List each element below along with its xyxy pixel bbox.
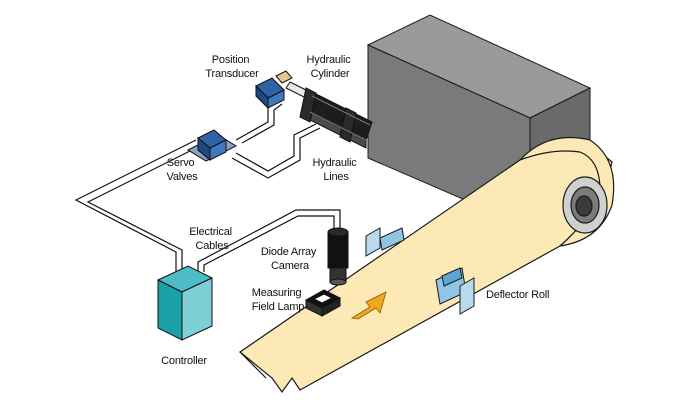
label-diode-array-camera: Diode Array Camera [261,246,319,272]
label-hydraulic-cylinder: Hydraulic Cylinder [307,54,354,80]
electrical-cables [74,139,341,275]
hydraulic-lines [231,101,321,179]
position-transducer [255,70,293,110]
label-electrical-cables: Electrical Cables [189,226,234,252]
hydraulic-cylinder [285,81,373,149]
label-position-transducer: Position Transducer [205,54,259,80]
diode-array-camera [327,227,349,286]
deflector-roll [365,227,475,315]
controller [156,265,214,341]
web-strip [238,136,615,394]
label-measuring-field-lamp: Measuring Field Lamp [252,287,304,313]
label-deflector-roll: Deflector Roll [486,289,549,301]
direction-arrow-icon [350,291,387,320]
label-hydraulic-lines: Hydraulic Lines [313,157,360,183]
label-servo-valves: Servo Valves [167,157,199,183]
measuring-field-lamp [304,289,342,317]
servo-valves [186,129,238,162]
label-controller: Controller [161,355,207,367]
